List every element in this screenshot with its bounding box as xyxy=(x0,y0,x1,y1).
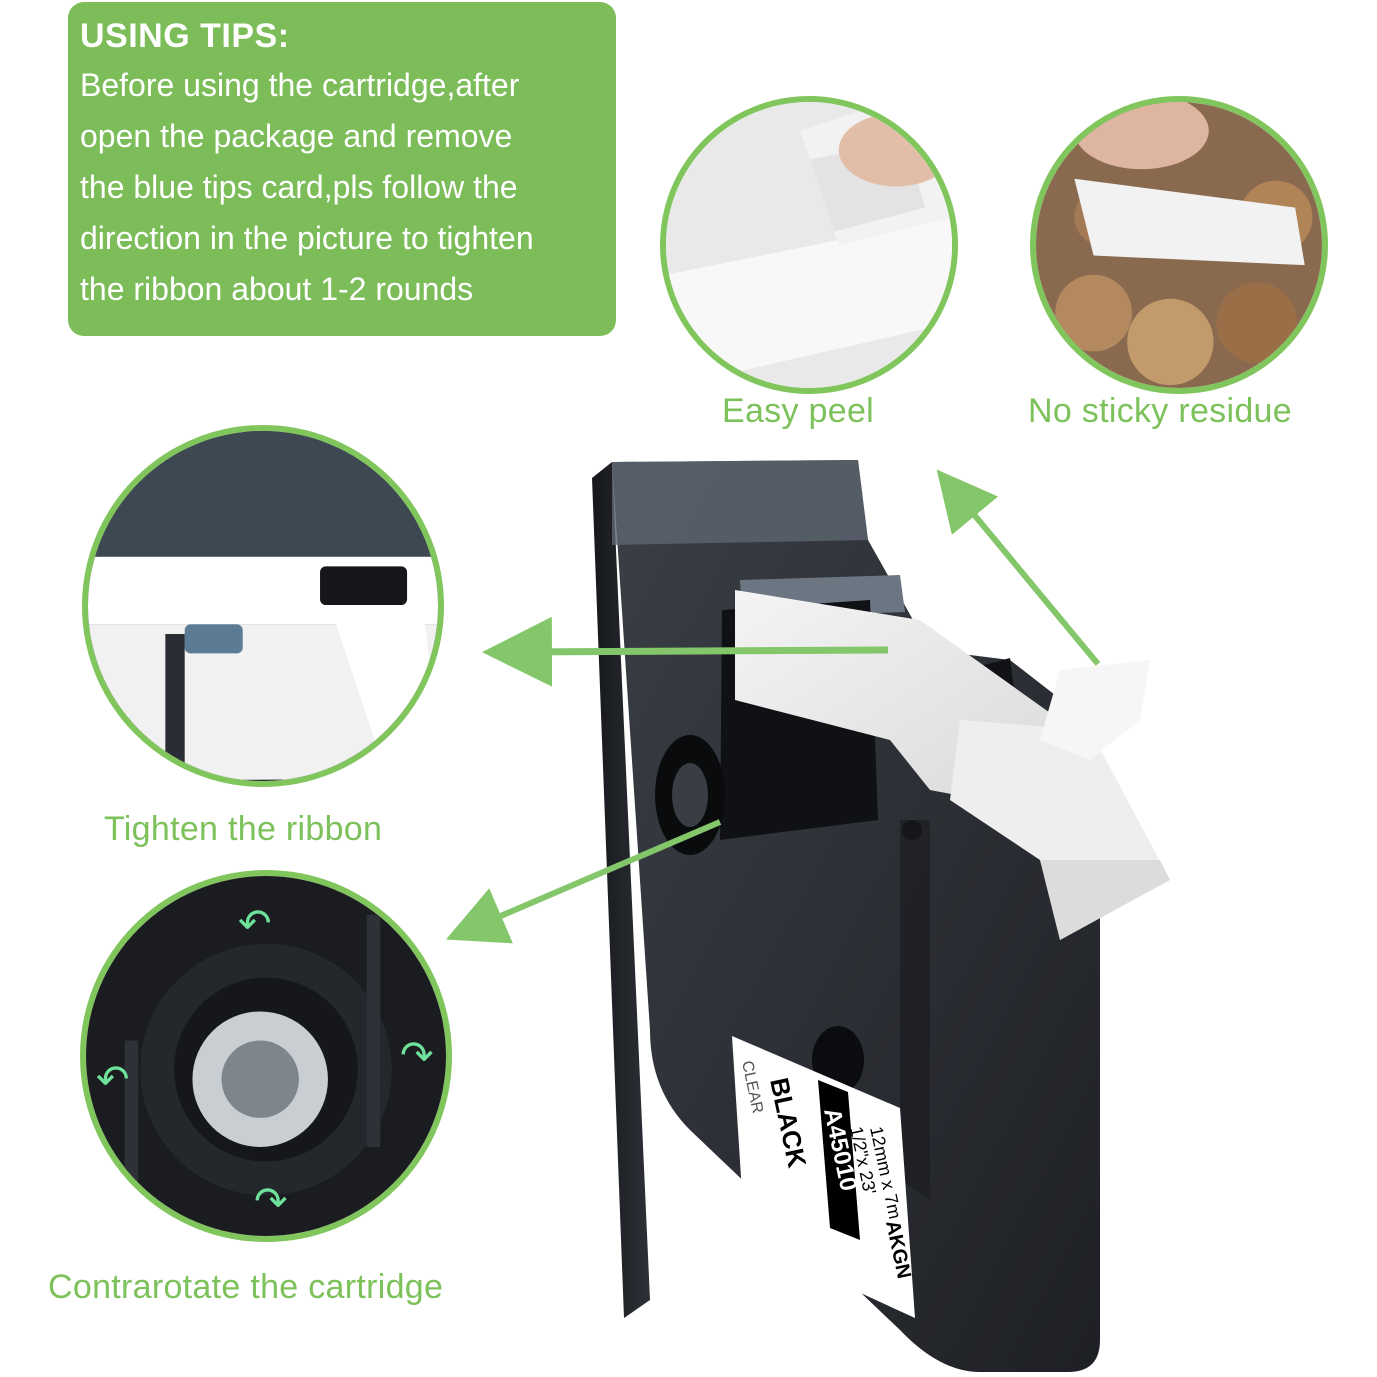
caption-easy-peel: Easy peel xyxy=(722,392,875,430)
tips-box: USING TIPS: Before using the cartridge,a… xyxy=(68,2,616,336)
rotate-arrow-icon: ↶ xyxy=(96,1058,130,1102)
tips-line-2: open the package and remove xyxy=(80,118,513,154)
rotate-arrow-icon: ↶ xyxy=(238,902,272,946)
no-residue-photo xyxy=(1030,96,1328,394)
rotate-arrow-icon: ↷ xyxy=(400,1034,434,1078)
tips-line-1: Before using the cartridge,after xyxy=(80,67,520,103)
tips-line-5: the ribbon about 1-2 rounds xyxy=(80,271,474,307)
caption-contrarotate: Contrarotate the cartridge xyxy=(48,1268,444,1306)
rotate-arrow-icon: ↷ xyxy=(254,1180,288,1224)
cartridge-label: BLACK A45010 12mm x 7m 1/2"x 23' AKGN CL… xyxy=(732,1036,915,1318)
pointer-arrow-icon xyxy=(482,616,889,687)
easy-peel-photo xyxy=(660,96,958,394)
caption-tighten: Tighten the ribbon xyxy=(104,810,383,848)
tips-title: USING TIPS: xyxy=(80,17,290,55)
tips-line-4: direction in the picture to tighten xyxy=(80,220,534,256)
pointer-arrow-icon xyxy=(445,819,722,944)
tighten-ribbon-photo xyxy=(82,425,444,787)
tips-line-3: the blue tips card,pls follow the xyxy=(80,169,518,205)
contrarotate-photo: ↶ ↷ ↶ ↷ xyxy=(80,870,452,1242)
caption-no-residue: No sticky residue xyxy=(1028,392,1292,430)
pointer-arrow-icon xyxy=(936,469,1101,666)
